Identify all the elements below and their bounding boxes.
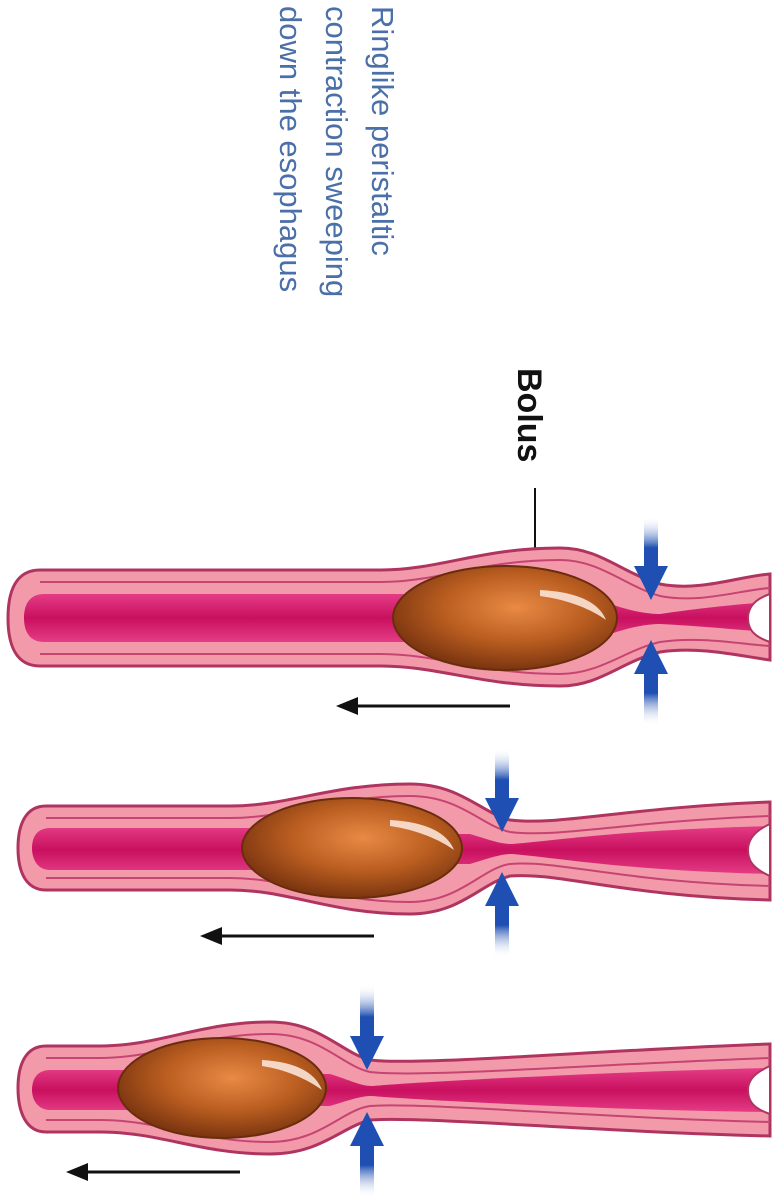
contraction-arrow-bottom-shaft — [360, 1138, 374, 1198]
direction-arrow-left-icon — [336, 697, 358, 715]
bolus-highlight — [262, 1060, 322, 1090]
caption-line-3: down the esophagus — [273, 6, 308, 292]
direction-arrow-left-icon — [200, 927, 222, 945]
contraction-arrow-bottom-shaft — [644, 666, 658, 726]
contraction-arrow-down-icon — [350, 1036, 384, 1070]
bolus — [241, 797, 463, 899]
bolus — [392, 565, 618, 671]
contraction-arrow-down-icon — [485, 798, 519, 832]
bolus-label-group: Bolus — [510, 368, 548, 598]
contraction-arrow-up-icon — [485, 872, 519, 906]
stage-2 — [16, 748, 772, 958]
direction-arrow-left-icon — [66, 1163, 88, 1181]
lumen-end-cap — [746, 822, 771, 878]
caption-line-1: Ringlike peristaltic — [365, 6, 400, 256]
contraction-arrow-bottom-shaft — [495, 898, 509, 958]
lumen-end-cap — [746, 1064, 771, 1116]
contraction-arrow-top-shaft — [495, 748, 509, 806]
stage-3 — [16, 984, 772, 1198]
bolus-highlight — [390, 820, 454, 850]
contraction-arrow-top-shaft — [644, 516, 658, 574]
caption-line-2: contraction sweeping — [319, 6, 354, 297]
contraction-arrow-up-icon — [634, 640, 668, 674]
stage-1 — [6, 516, 772, 726]
contraction-arrow-down-icon — [634, 566, 668, 600]
lumen-end-cap — [746, 592, 771, 644]
contraction-arrow-up-icon — [350, 1112, 384, 1146]
bolus-highlight — [540, 590, 606, 620]
bolus-label: Bolus — [510, 368, 548, 462]
caption: Ringlike peristaltic contraction sweepin… — [273, 6, 400, 297]
contraction-arrow-top-shaft — [360, 984, 374, 1044]
bolus — [117, 1037, 327, 1139]
